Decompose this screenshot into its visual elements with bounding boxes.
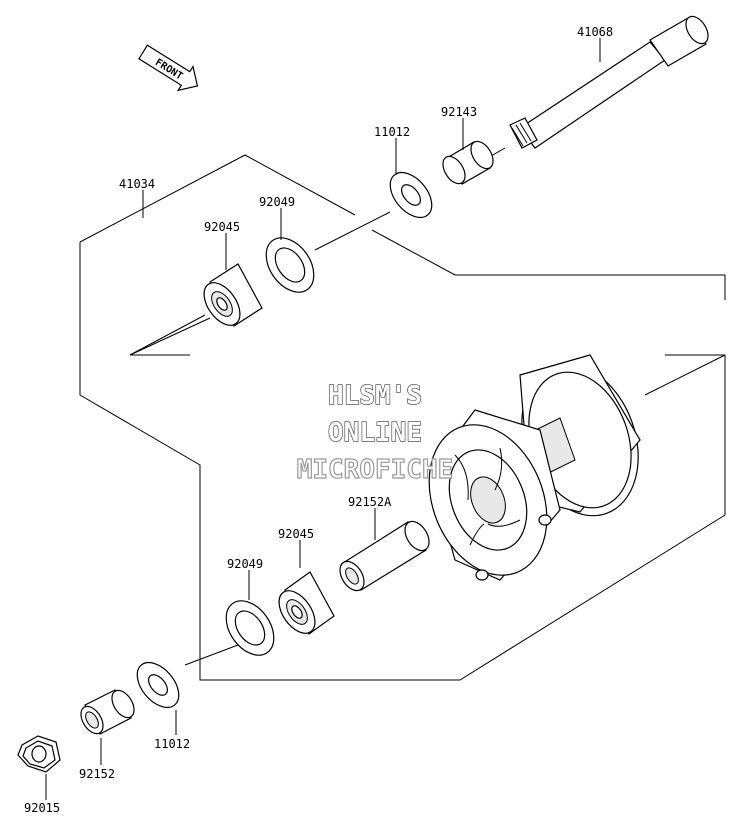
- hub-axis-right: [644, 354, 726, 396]
- label-92045-top: 92045: [204, 220, 240, 234]
- hub-group-outline-left: [129, 314, 206, 356]
- washer-bottom: [136, 661, 180, 709]
- hub-group-outline-top: [79, 154, 356, 243]
- leader-lines: [45, 38, 601, 800]
- label-92015: 92015: [24, 801, 60, 815]
- assembly-axis-upper-2: [314, 211, 391, 251]
- watermark-line-3: MICROFICHE: [297, 455, 454, 485]
- wheel-hub: [428, 354, 641, 581]
- bearing-bottom: [278, 571, 335, 635]
- label-92045-bottom: 92045: [278, 527, 314, 541]
- label-92049-top: 92049: [259, 195, 295, 209]
- assembly-axis-lower: [184, 644, 239, 666]
- watermark-line-1: HLSM'S: [328, 381, 422, 411]
- label-11012-bottom: 11012: [154, 737, 190, 751]
- spacer-tube: [339, 520, 430, 592]
- axle-nut-icon: [17, 735, 61, 773]
- label-92143: 92143: [441, 105, 477, 119]
- front-arrow-icon: FRONT: [138, 44, 199, 92]
- label-92152: 92152: [79, 767, 115, 781]
- bearing-top: [203, 263, 263, 327]
- hub-group-outline-mid: [371, 229, 726, 300]
- label-92049-bottom: 92049: [227, 557, 263, 571]
- label-92152a: 92152A: [348, 495, 392, 509]
- collar-top: [442, 140, 494, 185]
- collar-bottom: [80, 689, 135, 735]
- label-11012-top: 11012: [374, 125, 410, 139]
- watermark-line-2: ONLINE: [328, 418, 422, 448]
- hub-group-outline: [79, 242, 726, 681]
- washer-top: [389, 171, 433, 219]
- label-41068: 41068: [577, 25, 613, 39]
- assembly-axis-upper-3: [129, 317, 211, 356]
- label-41034: 41034: [119, 177, 155, 191]
- seal-top: [265, 237, 315, 293]
- axle: [509, 15, 709, 149]
- seal-bottom: [225, 600, 275, 656]
